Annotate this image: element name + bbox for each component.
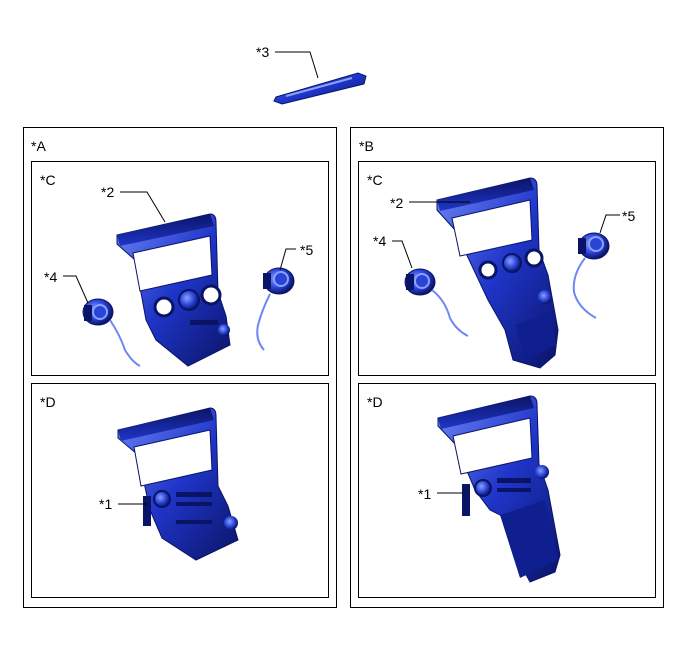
panel-b-label: *B: [359, 138, 374, 154]
panel-a-callout-2-leader: [120, 191, 166, 223]
panel-a-sub-c-label: *C: [40, 172, 56, 188]
panel-b-c-knob-left: [404, 268, 469, 337]
panel-a-c-knob-right: [256, 267, 295, 351]
panel-b-callout-5-leader: [599, 214, 620, 234]
panel-a-callout-5-label: *5: [300, 242, 314, 258]
panel-b-callout-1-label: *1: [418, 486, 432, 502]
panel-b-d-assembly: [437, 395, 561, 583]
top-trim-part: [273, 72, 367, 105]
panel-a-callout-5-leader: [279, 248, 296, 271]
panel-a-d-assembly: [117, 407, 239, 561]
panel-b-callout-4-leader: [392, 240, 413, 269]
panel-b-callout-4-label: *4: [373, 233, 387, 249]
panel-a-label: *A: [31, 138, 46, 154]
panel-b-c-knob-right: [572, 232, 610, 319]
panel-a-callout-4-label: *4: [44, 269, 58, 285]
panel-a-sub-d-label: *D: [40, 394, 56, 410]
callout-3-leader: [275, 51, 319, 79]
panel-a-callout-2-label: *2: [101, 184, 115, 200]
callout-3-label: *3: [256, 44, 270, 60]
panel-a-callout-1-label: *1: [99, 496, 113, 512]
panel-b-sub-c-label: *C: [367, 172, 383, 188]
panel-b-callout-5-label: *5: [622, 208, 636, 224]
panel-a-c-knob-left: [82, 298, 141, 367]
panel-a-c-bezel: [115, 212, 232, 368]
panel-b-c-bezel: [436, 177, 559, 369]
panel-b-sub-d-label: *D: [367, 394, 383, 410]
panel-b-callout-2-label: *2: [390, 195, 404, 211]
panel-a-callout-4-leader: [63, 275, 89, 304]
